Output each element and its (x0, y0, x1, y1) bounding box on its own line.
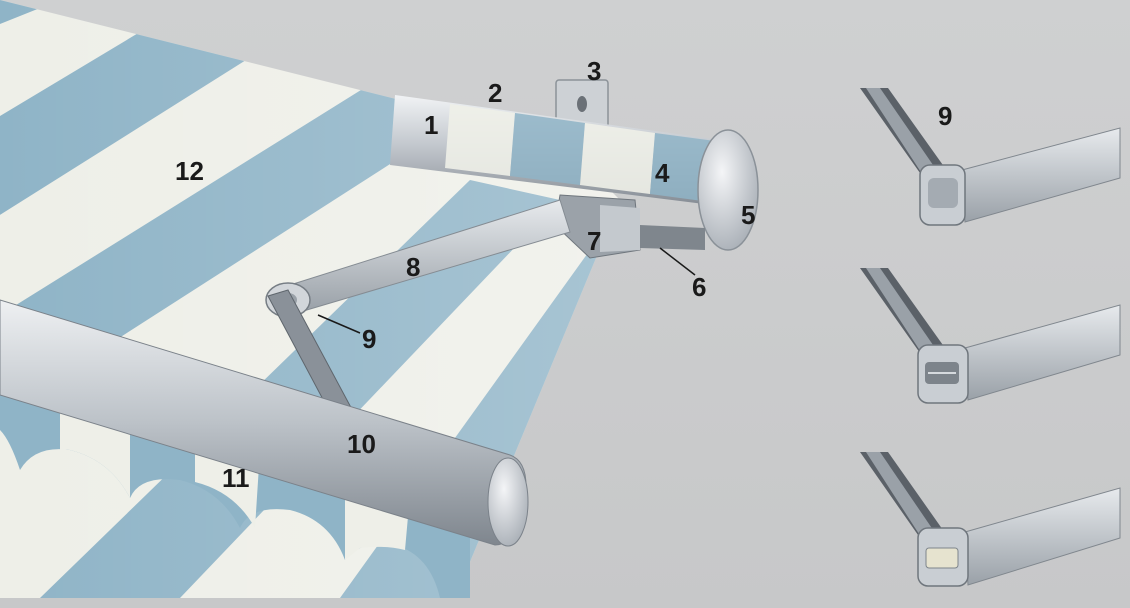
leader-line-6 (659, 247, 696, 276)
callout-5: 5 (741, 200, 756, 230)
end-cap (697, 129, 759, 251)
arm-shoulder-bracket (554, 194, 705, 259)
callout-2: 2 (488, 78, 503, 108)
callout-9-detail: 9 (938, 101, 953, 131)
callout-3: 3 (587, 56, 602, 86)
detail-panel-1 (860, 88, 1121, 226)
detail-panel-2 (860, 268, 1121, 404)
callout-7: 7 (587, 226, 602, 256)
callout-8: 8 (406, 252, 421, 282)
callout-6: 6 (692, 272, 707, 302)
callout-9: 9 (362, 324, 377, 354)
callout-4: 4 (655, 158, 670, 188)
callout-1: 1 (424, 110, 439, 140)
callout-12: 12 (175, 156, 204, 186)
front-bar-end-cap (487, 457, 529, 547)
callout-10: 10 (347, 429, 376, 459)
callout-11: 11 (222, 463, 250, 493)
detail-panel-3 (860, 452, 1121, 587)
leader-line-9 (317, 314, 361, 334)
